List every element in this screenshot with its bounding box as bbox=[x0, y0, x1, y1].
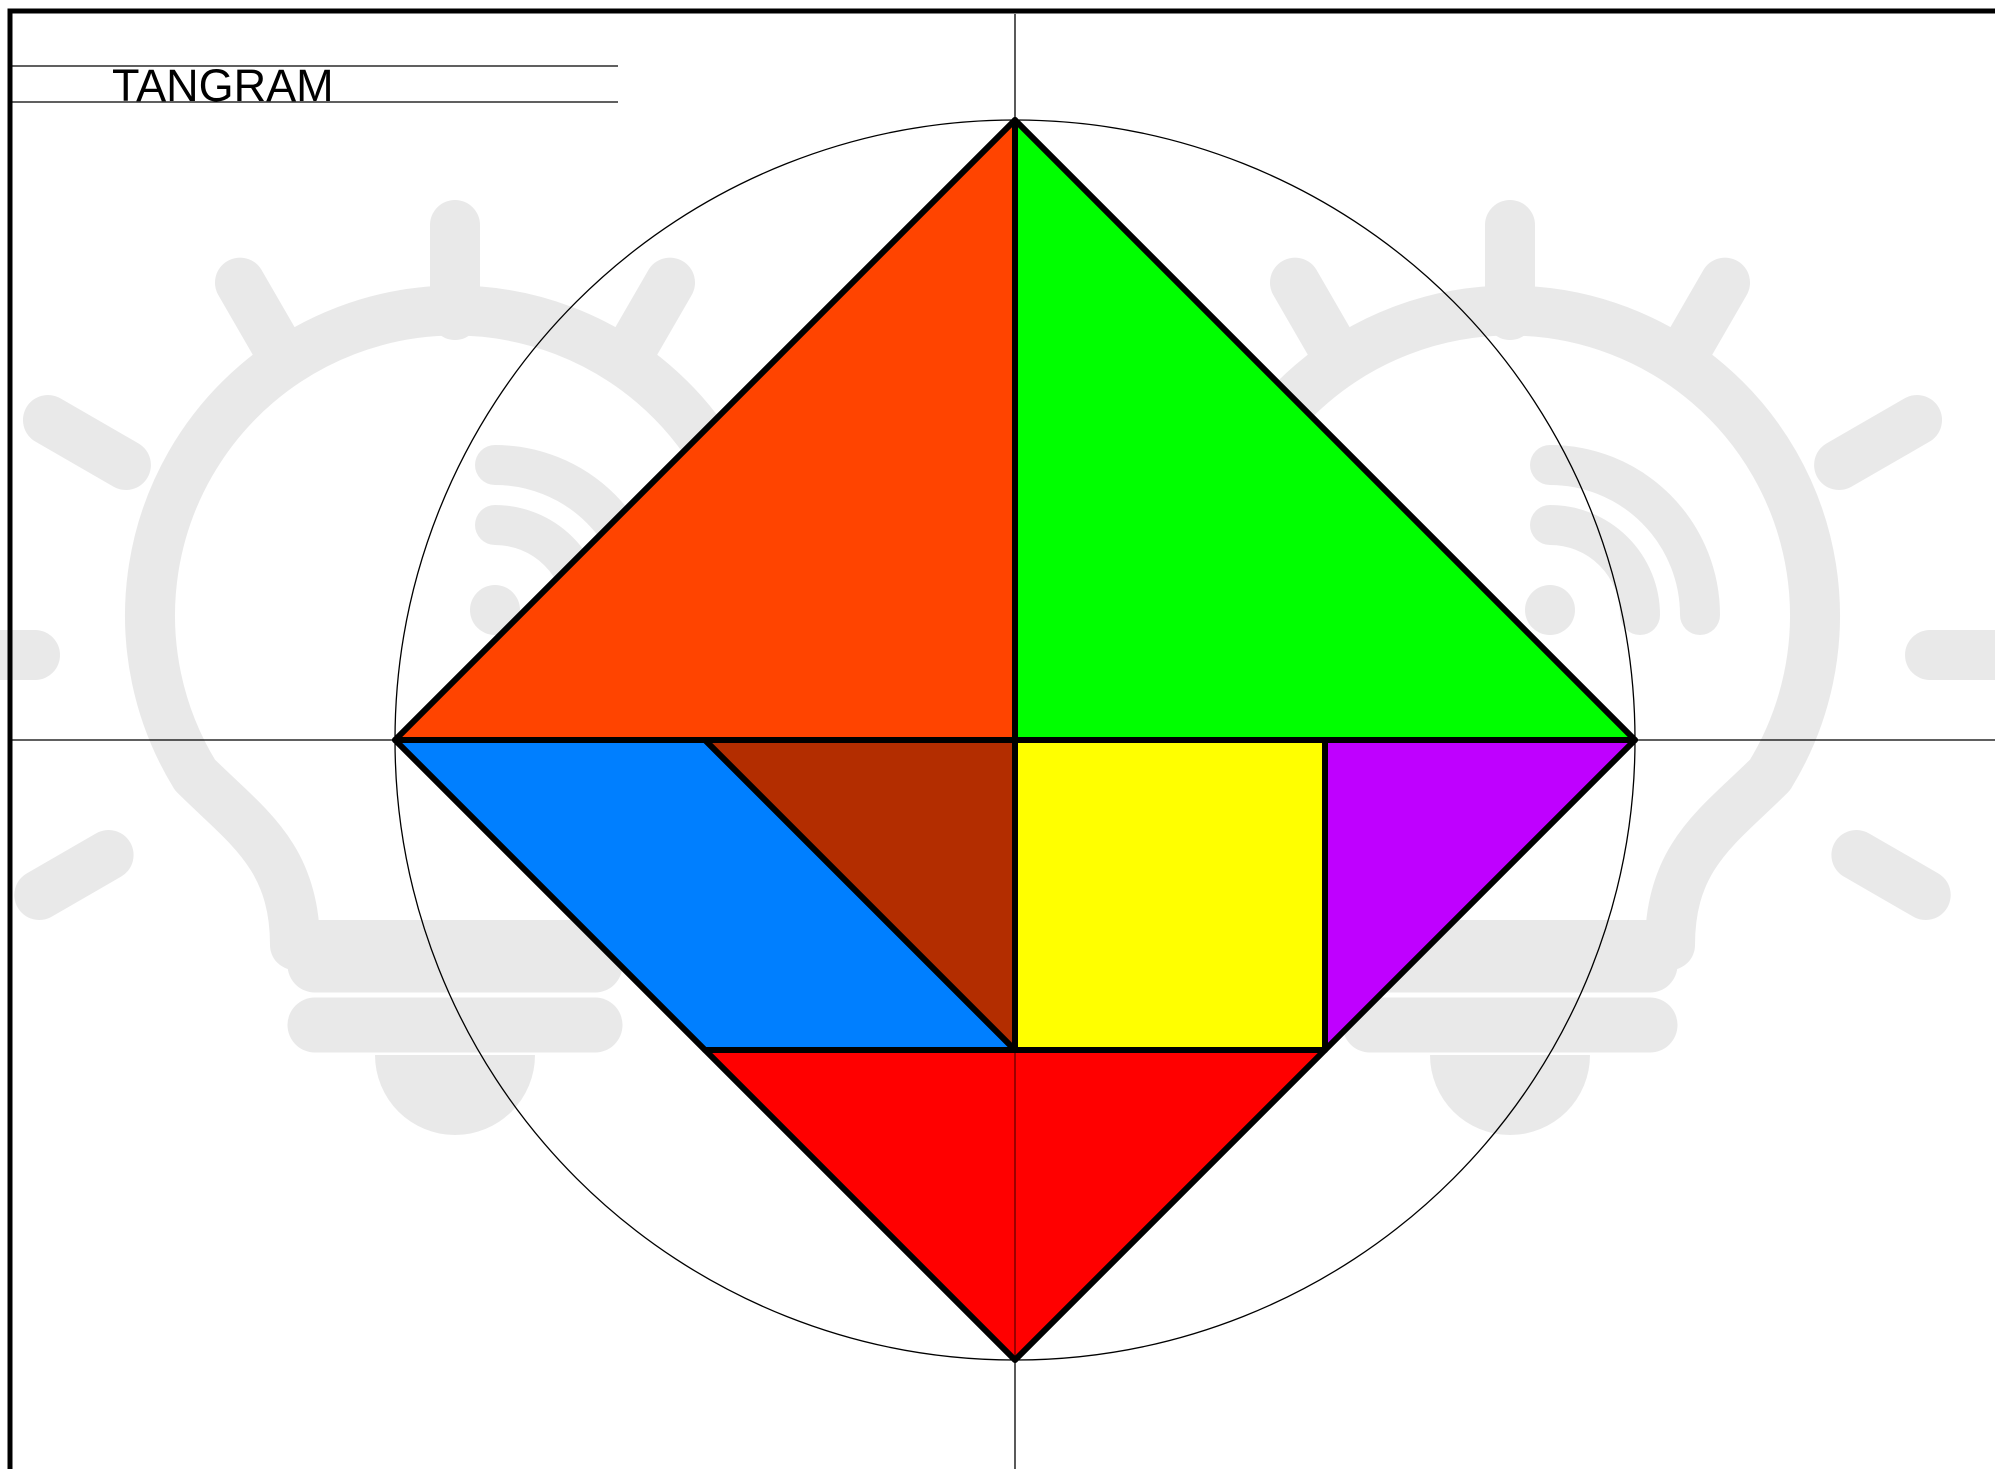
square-yellow[interactable] bbox=[1015, 740, 1325, 1050]
page-title: TANGRAM bbox=[112, 60, 334, 111]
